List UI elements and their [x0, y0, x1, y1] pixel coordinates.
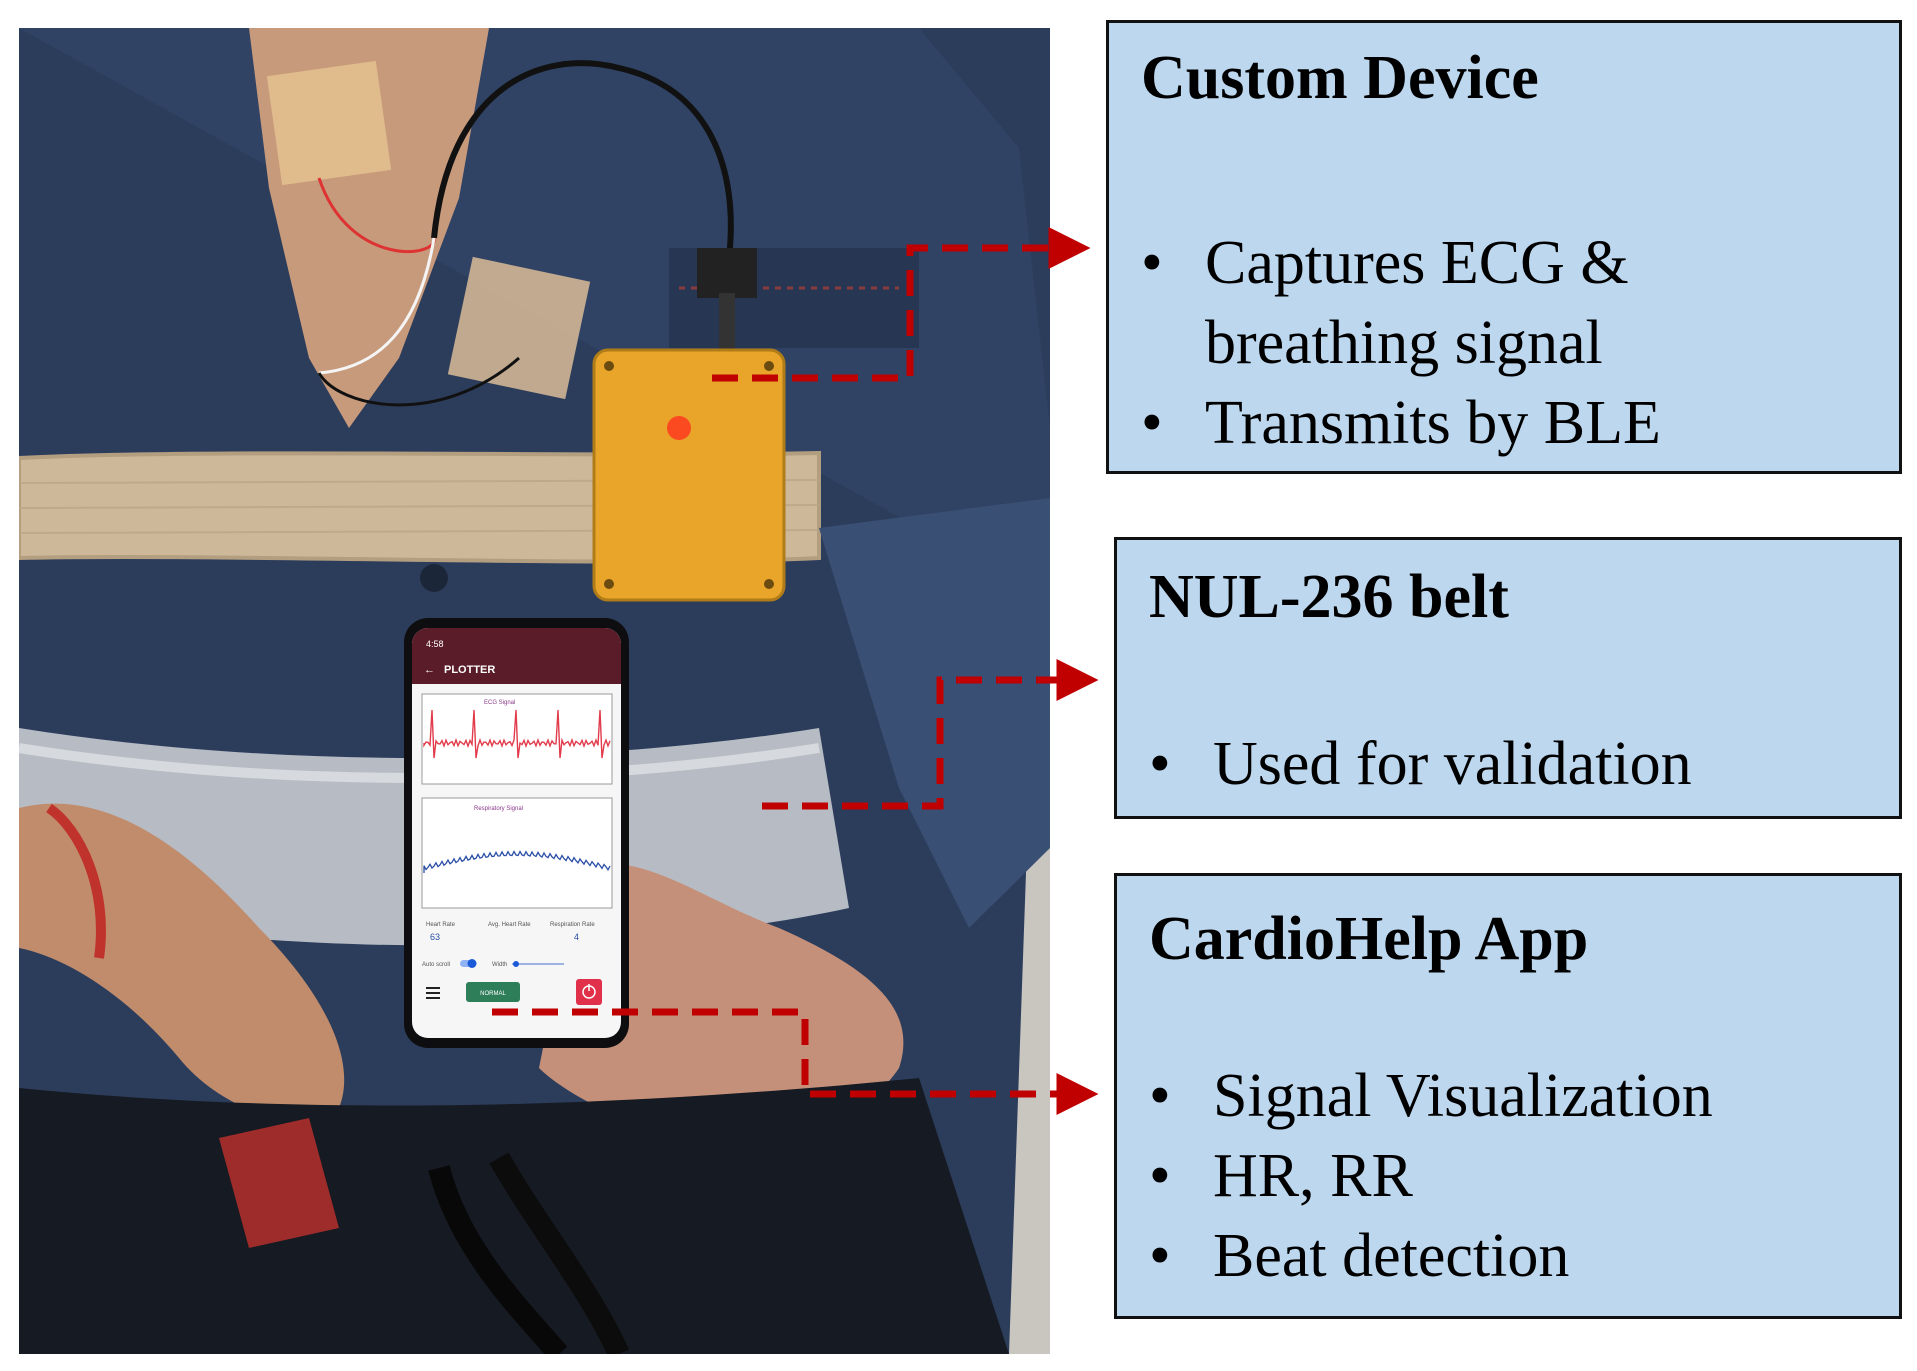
power-icon[interactable] [576, 979, 602, 1005]
bullet-item: Beat detection [1149, 1216, 1713, 1296]
phone-status-time: 4:58 [426, 639, 444, 649]
normal-button[interactable] [466, 982, 520, 1002]
bullet-item: HR, RR [1149, 1136, 1713, 1216]
autoscroll-label: Auto scroll [422, 962, 450, 968]
nul-236-belt-bullets: Used for validation [1149, 724, 1692, 804]
custom-device-bullets: Captures ECG & breathing signal Transmit… [1141, 223, 1861, 463]
smartphone: 4:58 ← PLOTTER ECG Signal Respiratory Si… [404, 618, 629, 1048]
cardiohelp-app-title: CardioHelp App [1149, 905, 1589, 973]
bullet-item: Transmits by BLE [1141, 383, 1861, 463]
device-connector [712, 227, 1091, 382]
bullet-item: Signal Visualization [1149, 1056, 1713, 1136]
electrode-top [266, 60, 392, 186]
right-hand [539, 863, 904, 1145]
heart-rate-label: Heart Rate [426, 922, 456, 928]
width-label: Width [492, 962, 507, 968]
nul-236-belt-title: NUL-236 belt [1149, 563, 1509, 631]
resp-trace [423, 850, 611, 873]
avg-heart-rate-label: Avg. Heart Rate [488, 922, 531, 928]
ecg-trace [423, 709, 611, 759]
connector-plug [697, 248, 757, 298]
left-hand [19, 803, 345, 1120]
belt-connector [762, 659, 1099, 810]
respiration-rate-label: Respiration Rate [550, 922, 595, 928]
cardiohelp-app-bullets: Signal Visualization HR, RR Beat detecti… [1149, 1056, 1713, 1296]
cardiohelp-app-box: CardioHelp App Signal Visualization HR, … [1114, 873, 1902, 1319]
electrode-cable [431, 60, 734, 259]
resp-panel-title: Respiratory Signal [474, 806, 523, 812]
custom-device-title: Custom Device [1141, 44, 1539, 112]
bullet-item: Used for validation [1149, 724, 1692, 804]
arrow-left-icon[interactable]: ← [424, 664, 435, 676]
hamburger-icon[interactable] [426, 987, 440, 999]
custom-device-box: Custom Device Captures ECG & breathing s… [1106, 20, 1902, 474]
wrist-band [46, 803, 106, 959]
nul-236-belt-box: NUL-236 belt Used for validation [1114, 537, 1902, 819]
electrode-right [447, 256, 591, 400]
ecg-panel-title: ECG Signal [484, 700, 515, 706]
custom-device [594, 350, 784, 600]
heart-rate-value: 63 [430, 932, 440, 942]
bullet-item: Captures ECG & breathing signal [1141, 223, 1861, 383]
phone-header-title: PLOTTER [444, 664, 495, 676]
resp-panel [421, 797, 613, 909]
app-connector [492, 1008, 1099, 1115]
normal-button-label: NORMAL [480, 991, 506, 997]
respiration-rate-value: 4 [574, 932, 579, 942]
device-led [667, 416, 691, 440]
